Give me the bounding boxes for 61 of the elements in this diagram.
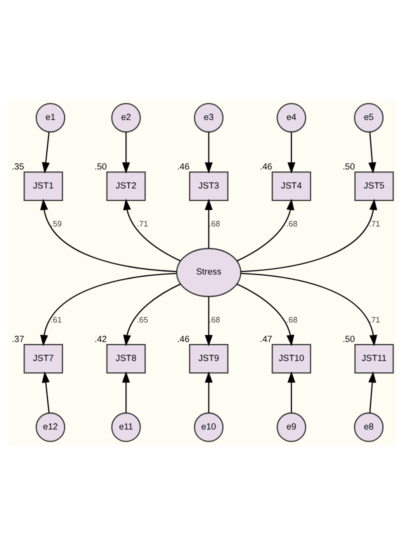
edge-label: .71 [368,218,380,228]
node-box: JST5 [354,170,394,201]
arrow [240,198,378,272]
edge-label: .71 [136,218,148,228]
edge-label: .71 [368,314,380,324]
node-box: JST7 [24,343,64,374]
node-circle: e11 [111,412,141,442]
edge-label: .68 [208,218,220,228]
node-label: .35 [12,160,24,171]
node-box: JST11 [354,343,394,374]
edge-label: .68 [286,314,298,324]
arrow [288,370,296,412]
edge-label: .59 [50,218,62,228]
arrow [40,198,176,272]
node-box: JST8 [106,343,146,374]
arrow [122,132,130,174]
node-label: .42 [94,333,107,344]
node-label: .50 [342,333,355,344]
arrow [368,370,376,412]
arrow [204,370,213,412]
node-box: JST1 [24,170,64,201]
node-label: .46 [260,160,272,171]
node-box: JST3 [189,170,228,201]
node-ellipse: Stress [176,247,242,297]
arrow [42,370,50,412]
node-circle: e5 [354,102,384,132]
edge-label: .68 [208,314,220,324]
node-circle: e8 [354,412,384,442]
node-label: .37 [12,333,24,344]
node-label: .47 [260,333,272,344]
node-circle: e10 [194,412,224,442]
arrow [368,132,376,174]
node-box: JST4 [272,170,312,201]
node-box: JST10 [272,343,312,374]
node-circle: e12 [36,412,66,442]
node-label: .50 [342,160,355,171]
node-circle: e2 [111,102,141,132]
node-label: .46 [177,333,190,344]
arrow [204,198,213,248]
node-circle: e4 [276,102,306,132]
node-circle: e9 [276,412,306,442]
node-box: JST9 [189,343,228,374]
node-circle: e3 [194,102,224,132]
edge-label: .61 [50,314,62,324]
node-box: JST2 [106,170,146,201]
arrow [42,132,50,174]
arrow [204,132,213,174]
arrow [122,370,130,412]
arrow [236,198,294,261]
edge-label: .65 [136,314,148,324]
arrow [236,283,294,346]
arrow [240,272,378,346]
arrow [204,296,213,346]
arrow [123,283,181,346]
arrow [288,132,296,174]
node-circle: e1 [36,102,66,132]
arrow [123,198,181,261]
arrow [40,272,176,346]
node-label: .46 [177,160,190,171]
node-label: .50 [94,160,107,171]
edge-label: .68 [286,218,298,228]
